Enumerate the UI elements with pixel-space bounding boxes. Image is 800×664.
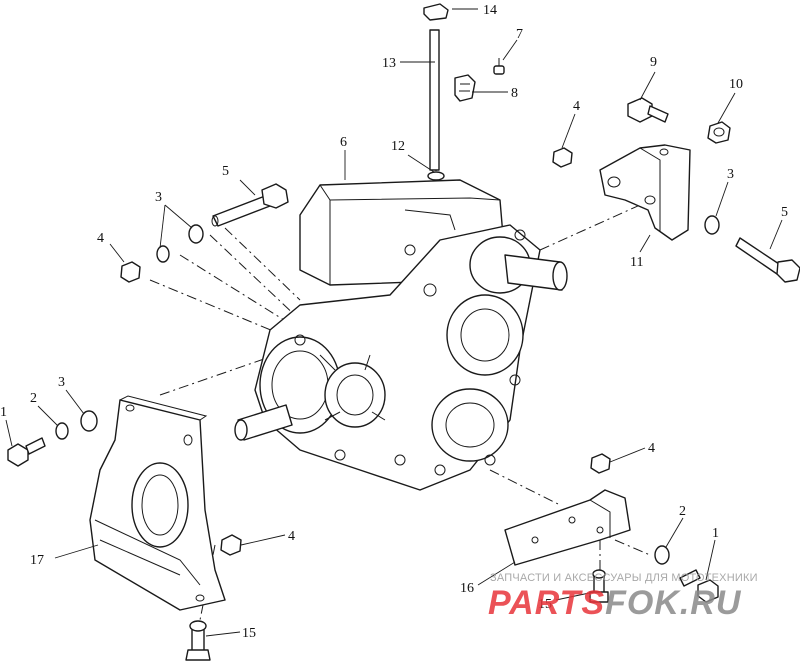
callout-4-left: 4 [97, 231, 104, 246]
washer-part-3-right [704, 215, 720, 235]
callout-16: 16 [460, 581, 474, 596]
callout-2-left: 2 [30, 391, 37, 406]
bolt-part-1-right [679, 569, 719, 603]
callout-10: 7 [516, 27, 523, 42]
bolt-part-15-right [589, 569, 609, 603]
callout-9: 14 [483, 3, 497, 18]
callout-7: 12 [391, 139, 405, 154]
callout-4-upper: 4 [573, 99, 580, 114]
nut-part-4-left [120, 261, 141, 283]
watermark-brand-part2: FOK.RU [605, 584, 742, 622]
washer-part-3-left-b [156, 245, 170, 263]
callout-2-right: 2 [679, 504, 686, 519]
callout-14: 11 [630, 255, 643, 270]
bolt-part-12 [627, 97, 669, 123]
washer-part-3-lower-left [80, 410, 98, 432]
clip-part-9 [423, 3, 449, 21]
callout-8: 13 [382, 56, 396, 71]
callout-12: 9 [650, 55, 657, 70]
callout-1-left: 1 [0, 405, 7, 420]
washer-part-3-left-a [188, 224, 204, 244]
callout-17: 17 [30, 553, 44, 568]
callout-6: 6 [340, 135, 347, 150]
nut-part-13 [707, 121, 731, 144]
bolt-part-10 [493, 58, 505, 75]
callout-15-left: 15 [242, 626, 256, 641]
assembly-axes [149, 35, 651, 621]
callout-3-lower-left: 3 [58, 375, 65, 390]
callout-1-right: 1 [712, 526, 719, 541]
bolt-part-5-left [211, 183, 289, 227]
bracket-part-14 [599, 144, 691, 241]
washer-part-2-left [55, 422, 69, 440]
clip-part-11 [454, 74, 476, 102]
watermark-brand-parts: PARTSFOK.RU [488, 584, 742, 622]
bracket-part-16 [504, 489, 631, 566]
bolt-part-15-left [185, 620, 211, 661]
callout-13: 10 [729, 77, 743, 92]
bracket-part-17 [89, 395, 226, 611]
callout-5-left: 5 [222, 164, 229, 179]
bolt-part-1-left [7, 437, 46, 467]
callout-11: 8 [511, 86, 518, 101]
watermark-tagline: ЗАПЧАСТИ И АКСЕССУАРЫ ДЛЯ МОТОТЕХНИКИ [490, 572, 758, 584]
nut-part-4-upper [552, 147, 573, 168]
nut-part-4-lower-left [220, 534, 242, 556]
rod-part-8 [423, 3, 449, 181]
leader-lines [5, 8, 783, 637]
washer-part-7 [427, 171, 445, 181]
callout-15-right: 15 [538, 597, 552, 612]
callout-3-right: 3 [727, 167, 734, 182]
nut-part-4-lower-right [590, 453, 611, 474]
bolt-part-5-right [735, 237, 800, 283]
callout-labels: 14 13 7 8 9 10 4 3 5 11 6 12 5 3 4 1 2 3… [0, 3, 788, 641]
washer-part-2-right [654, 545, 670, 565]
callout-4-lower-right: 4 [648, 441, 655, 456]
callout-3-left: 3 [155, 190, 162, 205]
watermark-brand-part1: PARTS [488, 584, 605, 622]
callout-4-lower-left: 4 [288, 529, 295, 544]
transfer-case-part-6 [234, 179, 568, 491]
callout-5-right: 5 [781, 205, 788, 220]
watermark: ЗАПЧАСТИ И АКСЕССУАРЫ ДЛЯ МОТОТЕХНИКИ PA… [488, 572, 758, 622]
